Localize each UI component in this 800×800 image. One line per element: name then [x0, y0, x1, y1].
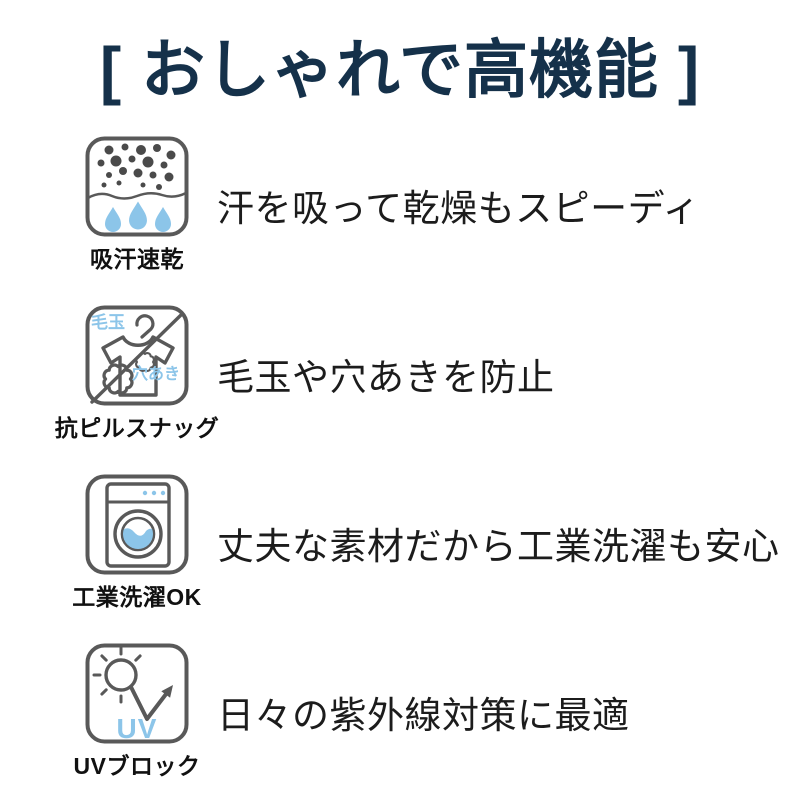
pilling-label: 毛玉 [91, 312, 125, 332]
feature-icon-block: UV UVブロック [57, 643, 217, 781]
feature-icon-block: 吸汗速乾 [57, 136, 217, 274]
feature-caption: 抗ピルスナッグ [54, 414, 220, 441]
feature-row-anti-pilling: 毛玉 穴あき 抗ピルスナッグ 毛玉や穴あきを防止 [54, 305, 800, 443]
washer-body [105, 481, 171, 568]
sweat-dots [97, 143, 176, 190]
uv-label: UV [117, 713, 158, 744]
feature-icon-block: 毛玉 穴あき 抗ピルスナッグ [54, 305, 220, 443]
feature-row-uv-block: UV UVブロック 日々の紫外線対策に最適 [57, 643, 800, 781]
washer-drum [120, 516, 156, 551]
feature-list: 吸汗速乾 汗を吸って乾燥もスピーディ 毛玉 穴あき 抗ピルスナッグ 毛玉や穴あ [0, 136, 800, 781]
reflect-arrow-head [161, 684, 173, 698]
t-shirt-outline [101, 334, 175, 397]
washer-water [123, 527, 153, 549]
hole-label: 穴あき [132, 364, 180, 383]
reflect-arrow-line [129, 684, 168, 721]
feature-row-sweat-absorb: 吸汗速乾 汗を吸って乾燥もスピーディ [57, 136, 800, 274]
feature-caption: UVブロック [73, 752, 201, 779]
washer-panel-buttons [142, 490, 166, 495]
prohibition-slash [90, 311, 184, 404]
snag-hook [135, 313, 155, 339]
feature-description: 丈夫な素材だから工業洗濯も安心 [217, 525, 780, 567]
feature-description: 日々の紫外線対策に最適 [217, 694, 630, 736]
anti-pilling-snag-icon: 毛玉 穴あき [85, 305, 189, 406]
fabric-wave-line [86, 191, 188, 200]
feature-description: 毛玉や穴あきを防止 [217, 356, 555, 398]
industrial-washing-machine-icon [85, 474, 189, 575]
feature-caption: 工業洗濯OK [72, 583, 202, 610]
feature-description: 汗を吸って乾燥もスピーディ [217, 187, 701, 229]
feature-row-industrial-wash: 工業洗濯OK 丈夫な素材だから工業洗濯も安心 [57, 474, 800, 612]
uv-block-sun-icon: UV [85, 643, 189, 744]
sun-circle [104, 657, 138, 692]
water-drops [105, 201, 171, 232]
feature-icon-block: 工業洗濯OK [57, 474, 217, 612]
feature-caption: 吸汗速乾 [90, 245, 184, 272]
sun-rays [92, 646, 142, 704]
pill-fuzz-ball-small [135, 351, 155, 372]
sweat-absorb-quick-dry-icon [85, 136, 189, 237]
page-title: [ おしゃれで高機能 ] [99, 34, 701, 106]
washer-door [113, 508, 163, 559]
